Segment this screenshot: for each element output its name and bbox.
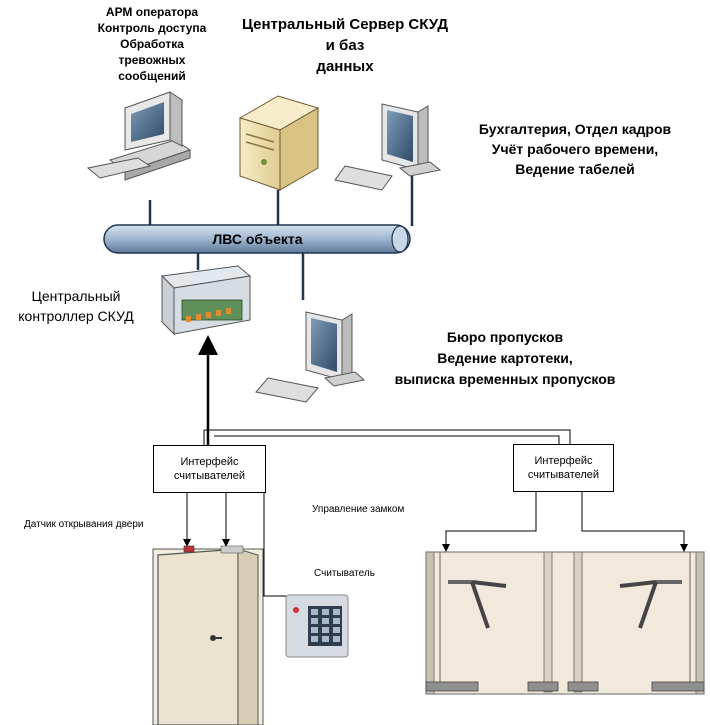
controller-label: Центральный контроллер СКУД — [0, 286, 152, 326]
arm-operator-label: АРМ оператора Контроль доступа Обработка… — [78, 4, 226, 84]
accounting-line: Ведение табелей — [515, 161, 635, 177]
card-reader-icon — [285, 594, 349, 658]
controller-line: контроллер СКУД — [18, 308, 134, 324]
interface-line: Интерфейс — [534, 455, 593, 467]
server-line: Центральный Сервер СКУД — [241, 16, 449, 33]
server-line: данных — [316, 58, 374, 75]
server-icon — [238, 95, 320, 191]
bureau-line: Бюро пропусков — [446, 329, 564, 345]
reader-interface-box-1: Интерфейс считывателей — [153, 445, 266, 493]
reader-label: Считыватель — [314, 568, 375, 579]
door-sensor-label: Датчик открывания двери — [24, 519, 144, 530]
controller-line: Центральный — [31, 288, 121, 304]
arm-line: Обработка — [120, 37, 184, 51]
arm-line: сообщений — [118, 69, 186, 83]
bureau-line: Ведение картотеки, — [437, 350, 573, 366]
accounting-line: Учёт рабочего времени, — [491, 141, 659, 157]
controller-connectors — [198, 335, 571, 445]
arm-line: тревожных — [118, 53, 186, 67]
lan-pipe — [103, 224, 411, 254]
server-line: и баз — [325, 37, 365, 54]
interface-line: считывателей — [527, 469, 600, 481]
interface2-connectors — [442, 490, 688, 552]
interface-line: Интерфейс — [180, 456, 239, 468]
accounting-line: Бухгалтерия, Отдел кадров — [478, 121, 672, 137]
interface1-connectors — [183, 480, 286, 597]
bureau-monitor-icon — [255, 311, 366, 403]
arm-line: Контроль доступа — [97, 21, 207, 35]
bureau-label: Бюро пропусков Ведение картотеки, выписк… — [355, 327, 655, 390]
arm-line: АРМ оператора — [105, 5, 199, 19]
arm-workstation-icon — [86, 91, 192, 181]
accounting-label: Бухгалтерия, Отдел кадров Учёт рабочего … — [455, 119, 695, 179]
server-label: Центральный Сервер СКУД и баз данных — [225, 14, 465, 77]
accounting-monitor-icon — [334, 103, 442, 191]
interface-line: считывателей — [173, 470, 246, 482]
door-icon — [152, 545, 264, 725]
bureau-line: выписка временных пропусков — [394, 371, 616, 387]
reader-interface-box-2: Интерфейс считывателей — [513, 444, 614, 492]
network-drops — [148, 175, 414, 300]
central-controller-icon — [160, 265, 252, 336]
lock-control-label: Управление замком — [312, 504, 405, 515]
turnstiles-icon — [425, 551, 705, 695]
network-label: ЛВС объекта — [212, 231, 303, 247]
